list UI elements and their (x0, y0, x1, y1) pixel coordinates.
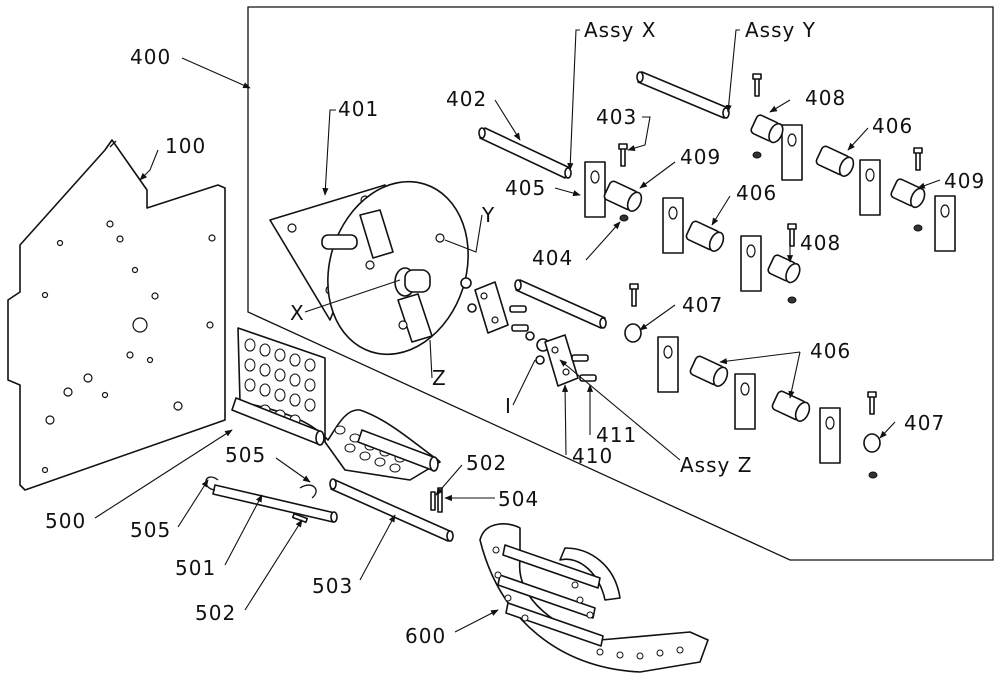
label-505-bottom: 505 (130, 518, 171, 542)
label-assy-y: Assy Y (745, 18, 816, 42)
label-501: 501 (175, 556, 216, 580)
label-assy-z: Assy Z (680, 453, 752, 477)
label-408-a: 408 (805, 86, 846, 110)
label-406-a: 406 (872, 114, 913, 138)
label-408-b: 408 (800, 231, 841, 255)
part-401-disk-bracket (269, 180, 469, 356)
link-plates (584, 124, 956, 464)
rod-503 (329, 478, 454, 542)
label-407-a: 407 (682, 293, 723, 317)
label-axis-x: X (290, 301, 305, 325)
shaft-assy-z (514, 279, 607, 329)
label-axis-z: Z (432, 366, 447, 390)
label-404: 404 (532, 246, 573, 270)
pin-502-upper (430, 491, 436, 511)
label-403: 403 (596, 105, 637, 129)
shaft-402 (478, 127, 572, 179)
label-502-bottom: 502 (195, 601, 236, 625)
label-503: 503 (312, 574, 353, 598)
label-411: 411 (596, 423, 637, 447)
label-600: 600 (405, 624, 446, 648)
part-600-cradle (479, 523, 709, 673)
spacers (603, 114, 926, 453)
label-405: 405 (505, 176, 546, 200)
part-500-sieve (231, 327, 441, 481)
part-labels: 400 100 401 402 Assy X Assy Y 403 405 40… (45, 18, 985, 648)
label-assy-x: Assy X (584, 18, 656, 42)
label-409-a: 409 (680, 145, 721, 169)
label-502-top: 502 (466, 451, 507, 475)
label-505-top: 505 (225, 443, 266, 467)
label-401: 401 (338, 97, 379, 121)
label-406-b: 406 (736, 181, 777, 205)
label-axis-i: I (505, 394, 512, 418)
shaft-assy-y (636, 71, 730, 119)
bolts-and-nuts (618, 73, 923, 479)
label-504: 504 (498, 487, 539, 511)
label-400: 400 (130, 45, 171, 69)
label-402: 402 (446, 87, 487, 111)
label-axis-y: Y (481, 203, 495, 227)
part-100-side-plate (7, 139, 226, 491)
label-407-b: 407 (904, 411, 945, 435)
label-410: 410 (572, 444, 613, 468)
label-500: 500 (45, 509, 86, 533)
label-100: 100 (165, 134, 206, 158)
label-406-c: 406 (810, 339, 851, 363)
rod-501 (205, 476, 338, 523)
label-409-b: 409 (944, 169, 985, 193)
leader-lines (94, 29, 941, 633)
assembly-400-boundary (247, 6, 994, 561)
